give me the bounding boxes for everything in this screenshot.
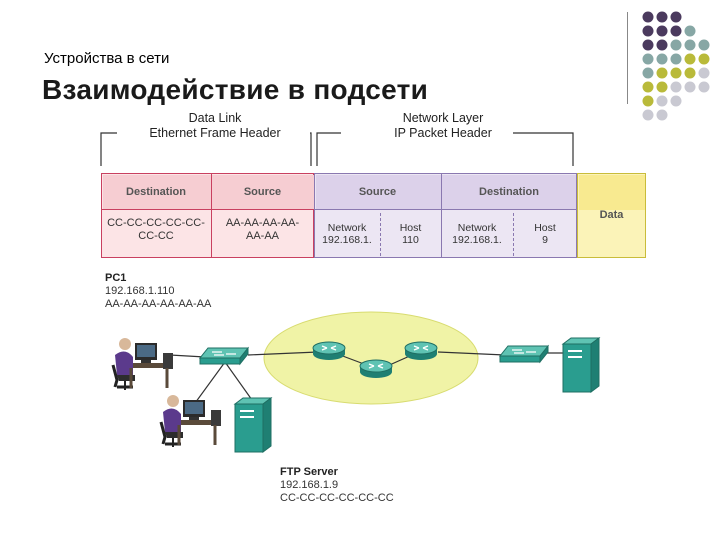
dot-row-6: [642, 81, 710, 93]
ip-destination-label: Destination: [479, 185, 539, 198]
server-icon: [561, 337, 601, 393]
dot-row-4: [642, 53, 710, 65]
ftp-server-mac: CC-CC-CC-CC-CC-CC: [280, 492, 394, 504]
ip-src-network-label: Network: [327, 222, 367, 234]
link-pc1-switch: [169, 354, 206, 358]
ethernet-header-row: [102, 174, 314, 210]
ip-column-divider: [441, 173, 442, 258]
eth-source-mac-line-1: AA-AA-AA-AA-: [225, 217, 300, 229]
network-layer-name: Network Layer: [402, 111, 484, 125]
ip-dest-subdivider: [513, 213, 514, 256]
dot-row-3: [642, 39, 710, 51]
link-router3-switch2: [437, 351, 506, 356]
router-icon: [312, 341, 346, 360]
network-topology: [111, 311, 601, 453]
pc1-info: PC1 192.168.1.110 AA-AA-AA-AA-AA-AA: [105, 272, 211, 311]
ip-src-host-label: Host: [399, 222, 422, 234]
pc1-name: PC1: [105, 272, 127, 284]
ftp-server-ip: 192.168.1.9: [280, 479, 339, 491]
slide-subtitle: Устройства в сети: [44, 50, 170, 67]
router-icon: [404, 341, 438, 360]
dot-row-2: [642, 25, 696, 37]
eth-destination-mac-line-2: CC-CC: [138, 230, 174, 242]
ip-src-subdivider: [380, 213, 381, 256]
ip-dest-host-value: 9: [542, 234, 548, 246]
ip-src-host-value: 110: [402, 234, 419, 246]
switch-icon: [198, 346, 250, 366]
eth-source-label: Source: [243, 185, 282, 198]
router-icon: [359, 359, 393, 378]
ip-dest-host-label: Host: [534, 222, 556, 234]
header-brackets: [100, 132, 574, 166]
dot-row-5: [642, 67, 710, 79]
eth-destination-mac-line-1: CC-CC-CC-CC-CC-: [107, 217, 205, 229]
eth-source-mac-line-2: AA-AA: [245, 230, 279, 242]
eth-row-divider: [101, 209, 314, 210]
dot-row-1: [642, 11, 682, 23]
data-link-header-label: Data Link Ethernet Frame Header: [120, 111, 310, 141]
eth-destination-mac: CC-CC-CC-CC-CC- CC-CC: [101, 217, 211, 243]
data-link-layer-name: Data Link: [188, 111, 242, 125]
ftp-server-info: FTP Server 192.168.1.9 CC-CC-CC-CC-CC-CC: [280, 466, 394, 505]
data-label: Data: [599, 209, 624, 221]
wan-cloud: [263, 311, 479, 405]
ip-dest-host: Host 9: [513, 222, 577, 246]
network-layer-bracket: [316, 132, 574, 166]
workstation-icon: [111, 338, 173, 390]
title-divider: [627, 12, 628, 104]
eth-column-divider: [211, 173, 212, 258]
data-header-row: [578, 174, 645, 210]
ethernet-frame-diagram: Destination Source CC-CC-CC-CC-CC- CC-CC…: [101, 173, 646, 258]
eth-source-mac: AA-AA-AA-AA- AA-AA: [211, 217, 314, 243]
ftp-server-name: FTP Server: [280, 466, 338, 478]
workstation-icon: [159, 395, 221, 447]
eth-destination-label: Destination: [126, 185, 186, 198]
ip-row-divider: [314, 209, 577, 210]
link-switch-router1: [247, 351, 319, 356]
ip-src-network: Network 192.168.1.: [314, 222, 380, 246]
switch-icon: [498, 344, 550, 364]
dot-row-7: [642, 95, 682, 107]
dot-row-8: [642, 109, 668, 121]
ip-dest-network-value: 192.168.1.: [452, 234, 502, 246]
link-switch-ftp: [224, 361, 253, 401]
ip-header-row: [315, 174, 576, 210]
pc1-ip: 192.168.1.110: [105, 285, 175, 297]
server-icon: [233, 397, 273, 453]
ip-dest-network-label: Network: [457, 222, 497, 234]
data-link-bracket: [100, 132, 312, 166]
slide-title: Взаимодействие в подсети: [42, 74, 429, 105]
ip-src-network-value: 192.168.1.: [322, 234, 372, 246]
decorative-dot-grid: [642, 11, 710, 121]
ip-src-host: Host 110: [380, 222, 441, 246]
ip-dest-network: Network 192.168.1.: [441, 222, 513, 246]
ethernet-frame-header-label: Ethernet Frame Header: [149, 126, 281, 140]
network-layer-header-label: Network Layer IP Packet Header: [348, 111, 538, 141]
ip-packet-header-label: IP Packet Header: [394, 126, 492, 140]
ip-source-label: Source: [358, 185, 397, 198]
pc1-mac: AA-AA-AA-AA-AA-AA: [105, 298, 212, 310]
